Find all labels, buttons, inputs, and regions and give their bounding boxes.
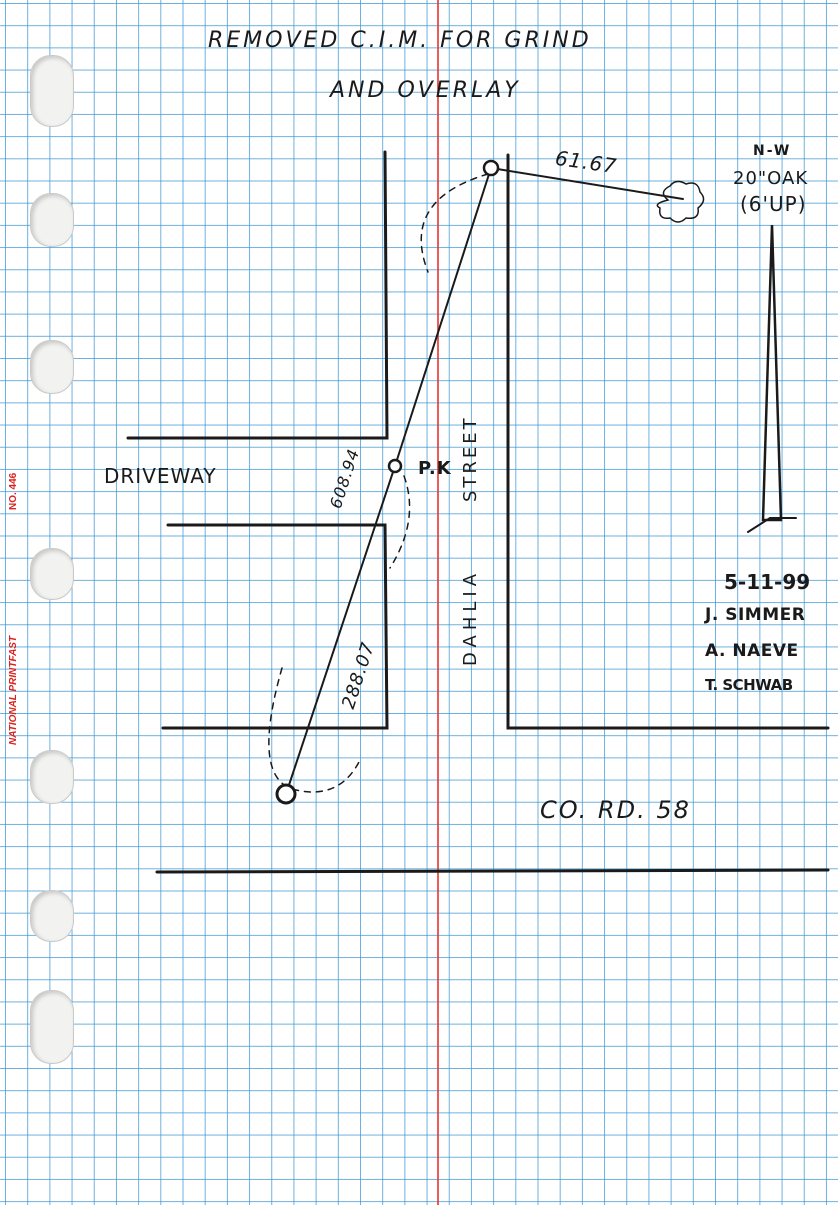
monument-point-bottom (275, 783, 297, 805)
pk-label: P.K (418, 458, 452, 479)
monument-point-top (482, 159, 500, 177)
binder-hole (30, 990, 74, 1064)
binder-hole (30, 55, 74, 127)
tie-line-lower (285, 465, 396, 795)
oak-tree-icon (656, 180, 705, 223)
dashed-arc-lower (389, 475, 411, 569)
crew-member-1: J. SIMMER (705, 605, 806, 625)
pk-point (387, 458, 403, 474)
dashed-arc-upper (420, 173, 489, 273)
street-label: STREET (460, 415, 481, 502)
tree-sub-label: (6'UP) (740, 192, 807, 216)
tie-line-upper (394, 167, 492, 467)
crew-member-3: T. SCHWAB (705, 676, 793, 694)
north-arrow-base (747, 517, 797, 533)
driveway-label: DRIVEWAY (104, 464, 217, 488)
north-label: N-W (753, 143, 792, 159)
lower-lot-line (161, 523, 389, 730)
survey-date: 5-11-99 (724, 570, 811, 594)
street-east-edge (506, 153, 830, 730)
road-label: CO. RD. 58 (540, 796, 691, 824)
tie-line-tree (490, 167, 684, 200)
north-arrow (761, 224, 783, 522)
title-line-2: AND OVERLAY (330, 78, 521, 103)
binder-hole (30, 750, 74, 804)
title-line-1: REMOVED C.I.M. FOR GRIND (208, 28, 592, 53)
upper-lot-line (126, 150, 389, 440)
binder-hole (30, 193, 74, 247)
tree-label: 20"OAK (733, 168, 809, 189)
binder-hole (30, 340, 74, 394)
crew-member-2: A. NAEVE (705, 641, 799, 661)
binder-hole (30, 890, 74, 942)
street-name: DAHLIA (460, 568, 481, 666)
county-road-line (155, 868, 830, 874)
binder-hole (30, 548, 74, 600)
